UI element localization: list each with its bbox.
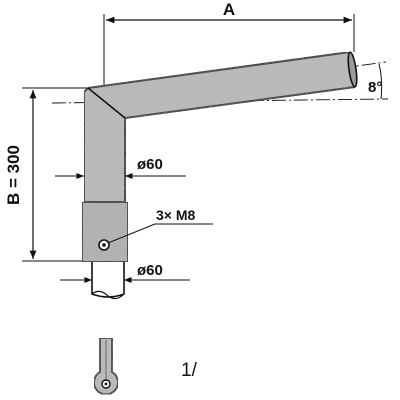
upper-diameter-label: ø60	[137, 156, 163, 173]
pipe-bracket	[81, 51, 358, 300]
bolt-callout: 3× M8	[107, 207, 213, 244]
lower-diameter-callout: ø60	[60, 262, 190, 284]
dimension-a: A	[103, 0, 355, 88]
bent-pipe	[83, 51, 356, 203]
angle-label: 8°	[368, 79, 382, 96]
dim-a-label: A	[223, 0, 235, 19]
side-view-icon	[93, 337, 119, 396]
dim-b-label: B = 300	[4, 145, 23, 205]
pipe-end	[347, 51, 358, 88]
upper-diameter-callout: ø60	[55, 156, 186, 180]
bolt-label: 3× M8	[156, 207, 196, 223]
clamp-sleeve	[81, 201, 129, 263]
view-label: 1/	[181, 360, 198, 381]
lower-diameter-label: ø60	[137, 262, 163, 279]
bolt-hole-icon	[98, 239, 110, 251]
